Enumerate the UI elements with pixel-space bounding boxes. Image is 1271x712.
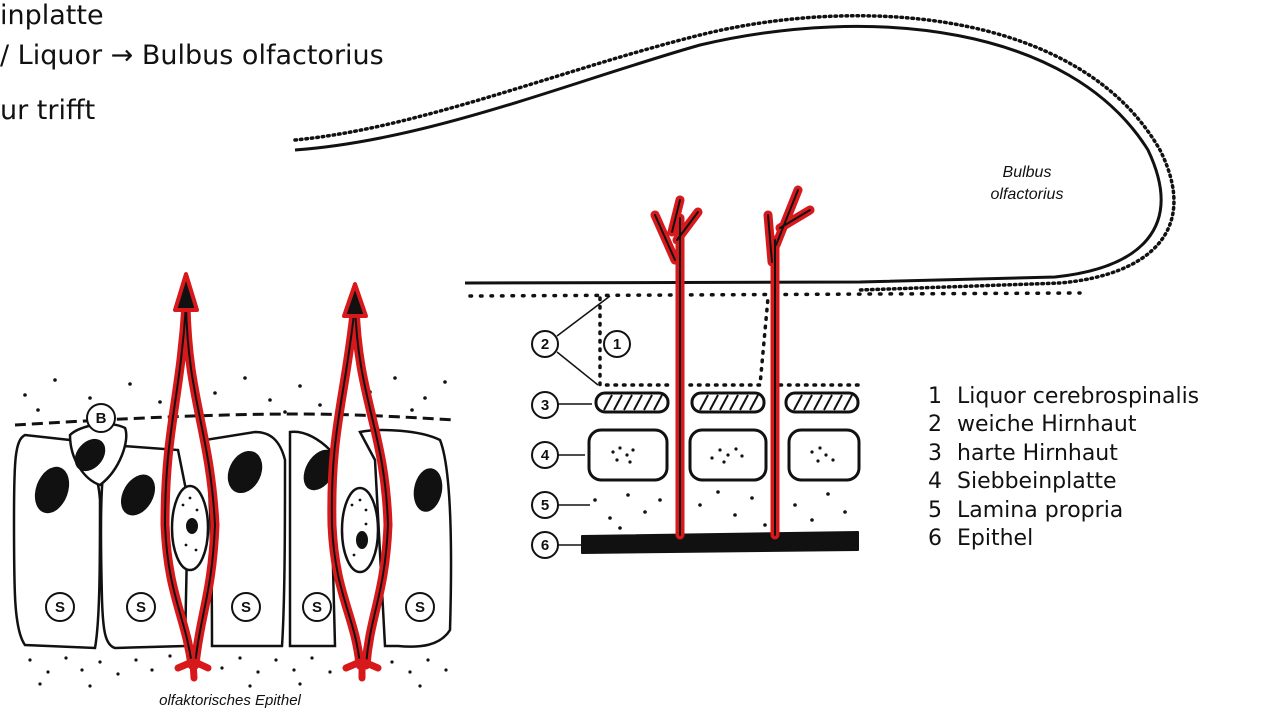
legend-number: 3 — [928, 440, 950, 468]
marker-5: 5 — [541, 497, 549, 514]
axon-bundles-right — [655, 190, 810, 535]
marker-4: 4 — [541, 447, 550, 464]
support-cell-marker: S — [136, 599, 146, 616]
bulbus-olfactorius-outline — [295, 16, 1174, 290]
support-cell-marker: S — [312, 599, 322, 616]
layer-number-markers: 2 1 3 4 5 6 — [532, 296, 630, 558]
epithel-bar — [582, 532, 858, 553]
legend-item: 1 Liquor cerebrospinalis — [928, 383, 1199, 411]
axon-arrowheads — [175, 274, 366, 316]
basal-cell-marker: B — [96, 410, 107, 427]
marker-1: 1 — [613, 336, 621, 353]
legend-item: 2 weiche Hirnhaut — [928, 411, 1199, 439]
legend-number: 5 — [928, 497, 950, 525]
legend-item: 4 Siebbeinplatte — [928, 468, 1199, 496]
legend-text: harte Hirnhaut — [957, 441, 1118, 466]
dura-mater-segments — [596, 393, 858, 412]
legend-number: 2 — [928, 411, 950, 439]
support-cell-marker: S — [55, 599, 65, 616]
epithel-lower-stipple — [28, 654, 447, 687]
marker-3: 3 — [541, 397, 549, 414]
bulbus-olfactorius-label: Bulbus olfactorius — [972, 162, 1082, 206]
epithel-upper-dots — [23, 376, 447, 414]
legend-number: 1 — [928, 383, 950, 411]
support-cell-marker: S — [415, 599, 425, 616]
bulbus-label-line-2: olfactorius — [972, 184, 1082, 206]
bulbus-label-line-1: Bulbus — [972, 162, 1082, 184]
legend-number: 4 — [928, 468, 950, 496]
lamina-propria-dots — [593, 490, 847, 530]
legend-text: Liquor cerebrospinalis — [957, 384, 1199, 409]
pia-mater-dotted-walls — [600, 298, 860, 385]
marker-6: 6 — [541, 537, 549, 554]
legend-item: 6 Epithel — [928, 525, 1199, 553]
cribriform-plate-segments — [589, 430, 859, 480]
legend-text: Siebbeinplatte — [957, 469, 1116, 494]
legend-text: Epithel — [957, 526, 1033, 551]
legend-text: weiche Hirnhaut — [957, 412, 1136, 437]
epithel-dashed-surface — [15, 414, 455, 425]
legend-item: 3 harte Hirnhaut — [928, 440, 1199, 468]
marker-2: 2 — [541, 336, 549, 353]
legend-item: 5 Lamina propria — [928, 497, 1199, 525]
legend-number: 6 — [928, 525, 950, 553]
olfactory-epithelium-label: olfaktorisches Epithel — [110, 692, 350, 709]
support-cell-marker: S — [241, 599, 251, 616]
layer-legend: 1 Liquor cerebrospinalis 2 weiche Hirnha… — [928, 383, 1199, 553]
legend-text: Lamina propria — [957, 498, 1123, 523]
